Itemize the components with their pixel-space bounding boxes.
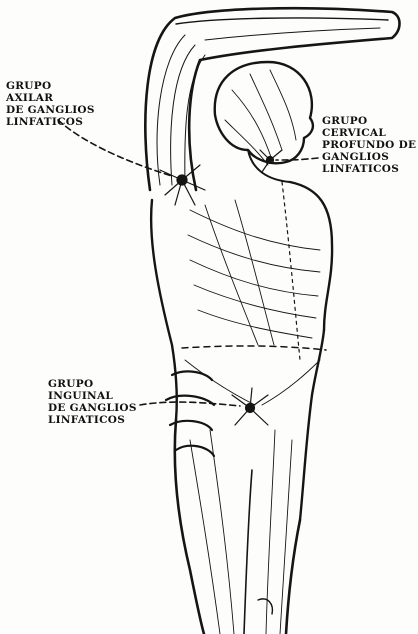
torso-vessel-7	[235, 200, 274, 345]
arm-vessel-4	[205, 28, 380, 40]
hip-loop-2	[166, 396, 214, 405]
torso-vessel-3	[190, 260, 318, 296]
forearm-outline	[176, 18, 388, 24]
cervical-group-label: GRUPO CERVICAL PROFUNDO DE GANGLIOS LINF…	[322, 115, 416, 175]
axillary-group-label: GRUPO AXILAR DE GANGLIOS LINFATICOS	[6, 80, 95, 128]
inguinal-group-label: GRUPO INGUINAL DE GANGLIOS LINFATICOS	[48, 378, 137, 426]
face-vessel-3	[270, 70, 296, 140]
axillary-node-cluster	[160, 165, 205, 205]
face-vessel-1	[232, 90, 272, 160]
torso-left-outline	[151, 200, 177, 420]
hip-loop-4	[176, 446, 214, 456]
hip-vessel-1	[185, 360, 255, 405]
torso-vessel-4	[194, 285, 316, 318]
leg-vessel-4	[280, 440, 292, 634]
torso-right-outline	[300, 330, 324, 520]
right-leg-outline	[286, 520, 300, 634]
axillary-leader-line	[58, 120, 172, 176]
face-vessel-4	[225, 120, 268, 165]
torso-vessel-6	[205, 205, 258, 345]
torso-vessel-1	[190, 210, 320, 250]
inner-leg-outline	[244, 470, 252, 634]
shoulder-outline	[290, 182, 332, 330]
waist-line	[182, 346, 326, 350]
arm-vessel-3	[185, 55, 205, 182]
torso-vessel-2	[188, 235, 320, 272]
inguinal-leader-line	[140, 402, 240, 406]
left-leg-outline	[175, 420, 204, 634]
leg-vessel-2	[210, 430, 234, 634]
inguinal-node-cluster	[232, 388, 268, 425]
cervical-leader-line	[276, 158, 318, 160]
hip-loop-1	[172, 371, 212, 380]
neck-outline	[248, 150, 290, 182]
knee-detail	[258, 599, 272, 614]
head-outline	[215, 62, 313, 163]
